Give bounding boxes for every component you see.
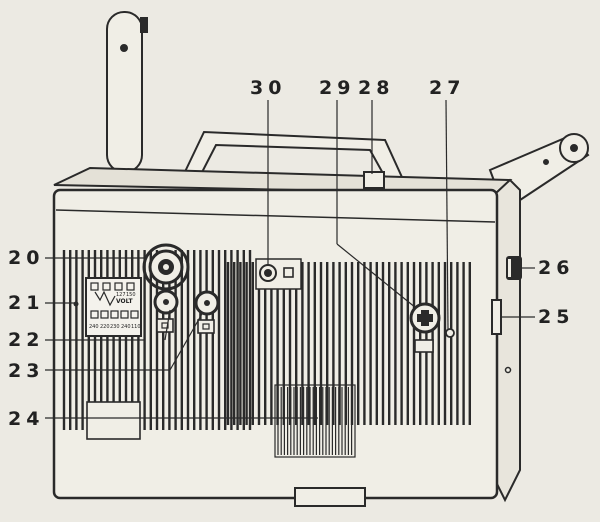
callout-26: 26 bbox=[538, 257, 575, 279]
volt-value: 127 bbox=[116, 292, 126, 298]
callout-23: 23 bbox=[8, 360, 45, 382]
callout-21: 21 bbox=[8, 292, 45, 314]
volt-value: 150 bbox=[126, 292, 136, 298]
volt-value: 110 bbox=[131, 324, 141, 330]
lower-vent-panel bbox=[277, 387, 353, 455]
din-socket-left bbox=[153, 289, 179, 333]
callout-25: 25 bbox=[538, 306, 575, 328]
leader-lines bbox=[45, 99, 535, 419]
body-side-face bbox=[494, 178, 521, 503]
projector-foot bbox=[294, 487, 366, 507]
small-screw bbox=[73, 301, 79, 307]
left-reel-arm bbox=[106, 11, 148, 173]
volt-label: VOLT bbox=[116, 298, 133, 305]
power-socket bbox=[142, 243, 190, 291]
volt-value: 240 bbox=[121, 324, 131, 330]
callout-28: 28 bbox=[358, 77, 395, 99]
callout-20: 20 bbox=[8, 247, 45, 269]
side-knob bbox=[506, 256, 522, 280]
callout-29: 29 bbox=[319, 77, 356, 99]
top-latch bbox=[363, 171, 385, 189]
din-socket-right bbox=[194, 290, 220, 334]
callout-22: 22 bbox=[8, 329, 45, 351]
control-plate bbox=[255, 258, 302, 290]
callout-30: 30 bbox=[250, 77, 287, 99]
volt-value: 240 bbox=[89, 324, 99, 330]
jack-27 bbox=[445, 328, 455, 338]
callout-24: 24 bbox=[8, 408, 45, 430]
callout-27: 27 bbox=[429, 77, 466, 99]
speaker-socket bbox=[409, 302, 441, 353]
side-switch bbox=[491, 299, 502, 335]
volt-value: 220 bbox=[100, 324, 110, 330]
volt-value: 230 bbox=[110, 324, 120, 330]
label-plate bbox=[86, 401, 141, 440]
